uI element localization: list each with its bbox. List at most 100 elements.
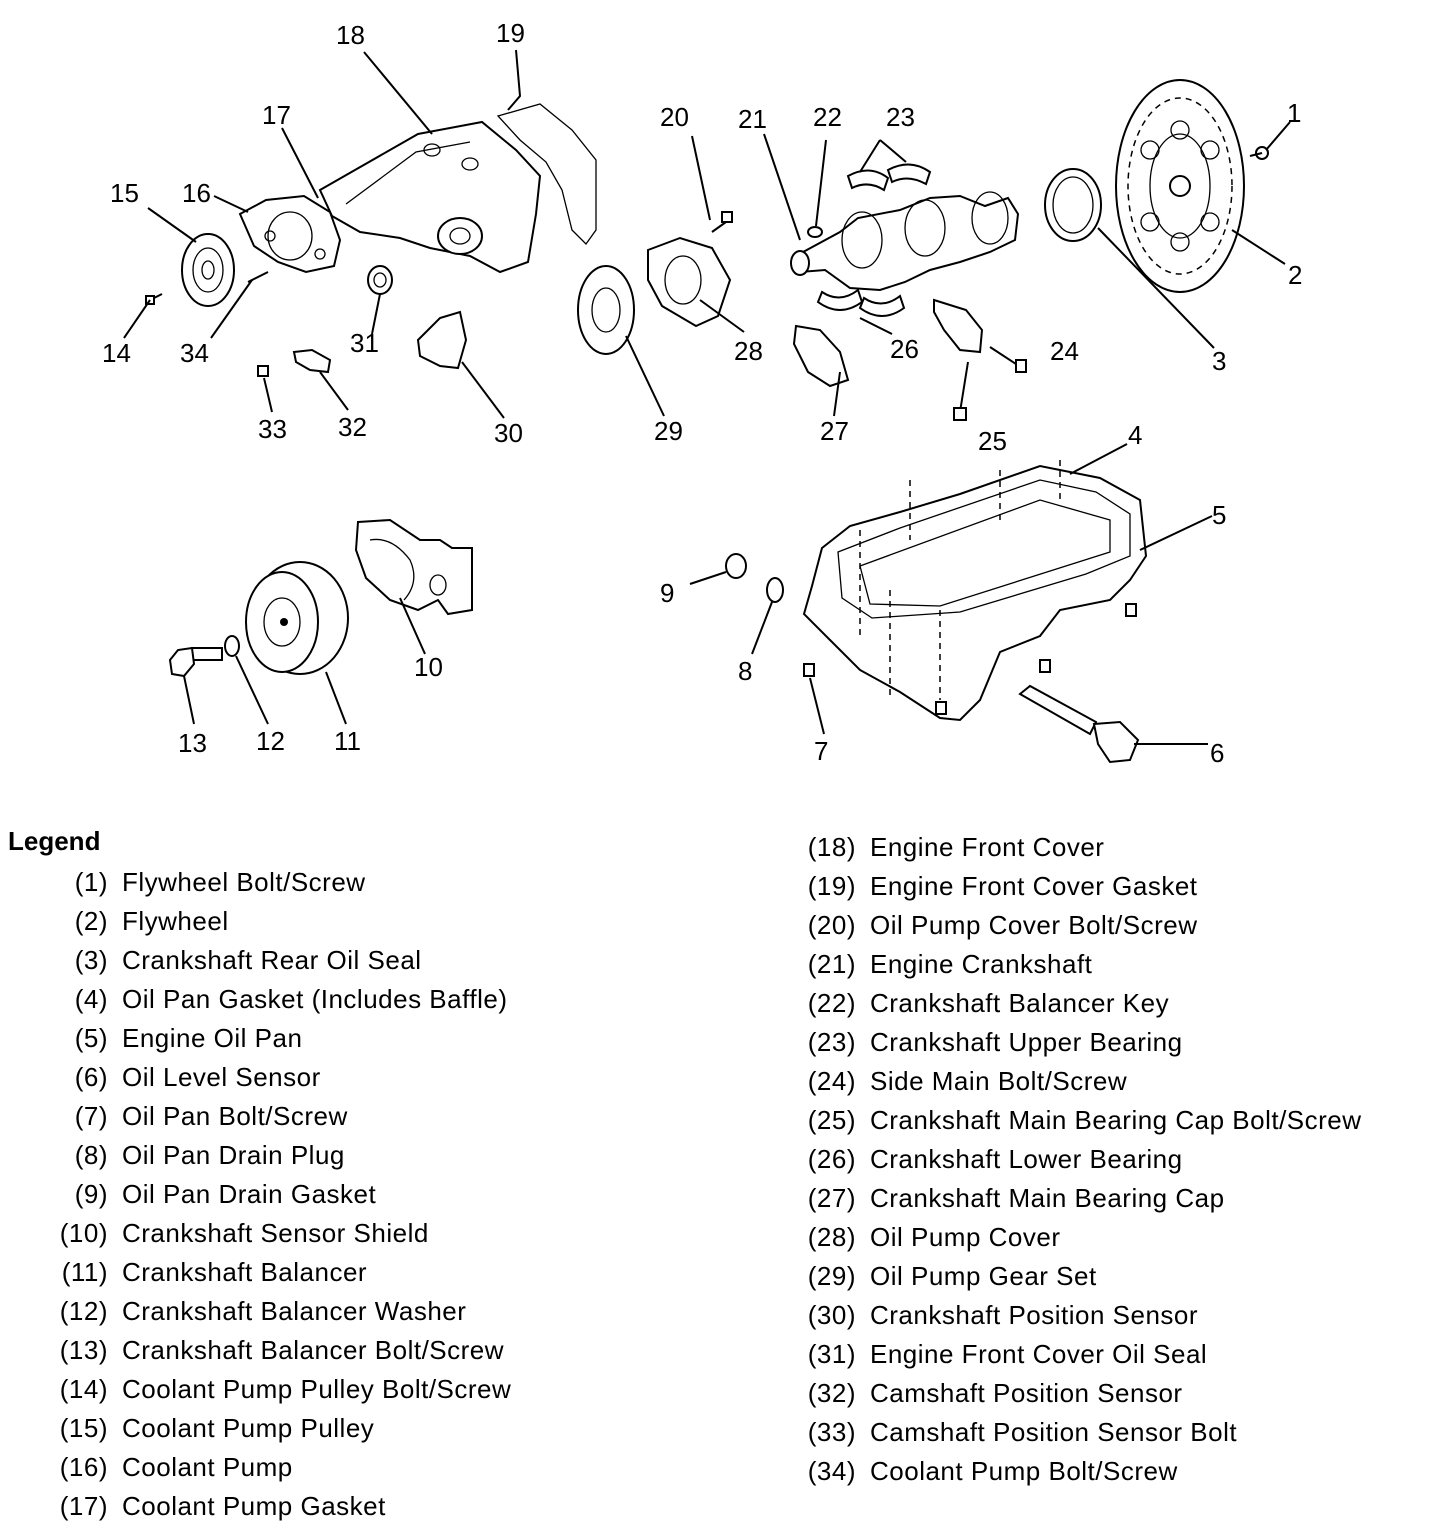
- engine-front-cover-part: [318, 103, 597, 274]
- legend-item-text: Engine Front Cover Oil Seal: [870, 1339, 1208, 1369]
- drain-plug-part: [766, 577, 784, 603]
- flywheel-part: [1115, 79, 1245, 293]
- callout-33: 33: [258, 414, 287, 444]
- crank-sensor-shield-part: [354, 518, 473, 616]
- callout-5: 5: [1212, 500, 1226, 530]
- legend-item: (19) Engine Front Cover Gasket: [800, 867, 1362, 906]
- side-main-bolt-part: [933, 298, 1027, 373]
- legend-item-number: (6): [74, 1062, 108, 1092]
- legend-item: (2)Flywheel: [50, 902, 511, 941]
- legend-item-text: Flywheel Bolt/Screw: [122, 867, 366, 897]
- legend-item-number: (27): [807, 1183, 856, 1213]
- legend-item-text: Oil Pump Gear Set: [870, 1261, 1097, 1291]
- coolant-pump-pulley-part: [181, 233, 235, 307]
- legend-item: (29) Oil Pump Gear Set: [800, 1257, 1362, 1296]
- callout-21: 21: [738, 104, 767, 134]
- upper-bearing-part: [846, 163, 932, 192]
- legend-item-number: (16): [59, 1452, 108, 1482]
- legend-item-text: Coolant Pump Bolt/Screw: [870, 1456, 1178, 1486]
- legend-item-number: (2): [74, 906, 108, 936]
- drain-gasket-part: [725, 553, 747, 579]
- legend-item: (10)Crankshaft Sensor Shield: [50, 1214, 511, 1253]
- legend-item: (20)Oil Pump Cover Bolt/Screw: [800, 906, 1362, 945]
- legend-item: (32)Camshaft Position Sensor: [800, 1374, 1362, 1413]
- legend-item-number: (5): [74, 1023, 108, 1053]
- callout-8: 8: [738, 656, 752, 686]
- legend-item: (28)Oil Pump Cover: [800, 1218, 1362, 1257]
- callout-9: 9: [660, 578, 674, 608]
- legend-item-number: (24): [807, 1066, 856, 1096]
- callout-31: 31: [350, 328, 379, 358]
- cam-sensor-bolt-part: [257, 365, 269, 377]
- legend-item: (30)Crankshaft Position Sensor: [800, 1296, 1362, 1335]
- oil-pan-bolt-part: [803, 603, 1137, 715]
- legend-item: (33)Camshaft Position Sensor Bolt: [800, 1413, 1362, 1452]
- callout-26: 26: [890, 334, 919, 364]
- legend-item-text: Coolant Pump Pulley Bolt/Screw: [122, 1374, 512, 1404]
- legend-item-number: (29): [807, 1261, 856, 1291]
- callout-28: 28: [734, 336, 763, 366]
- callout-10: 10: [414, 652, 443, 682]
- legend-item-text: Crankshaft Lower Bearing: [870, 1144, 1183, 1174]
- legend-item-number: (31): [807, 1339, 856, 1369]
- legend-item-text: Oil Pan Drain Plug: [122, 1140, 345, 1170]
- front-cover-oil-seal-part: [367, 265, 393, 295]
- legend-item-text: Oil Pan Gasket (Includes Baffle): [122, 984, 508, 1014]
- legend-item: (26) Crankshaft Lower Bearing: [800, 1140, 1362, 1179]
- callout-24: 24: [1050, 336, 1079, 366]
- callout-19: 19: [496, 18, 525, 48]
- oil-pump-cover-part: [647, 236, 732, 328]
- legend-right-column: (18)Engine Front Cover (19)Engine Front …: [800, 828, 1362, 1491]
- oil-pan-part: [802, 460, 1148, 722]
- legend-item-text: Engine Front Cover Gasket: [870, 871, 1198, 901]
- legend-item-number: (23): [807, 1027, 856, 1057]
- legend-item-number: (10): [59, 1218, 108, 1248]
- legend-item-number: (11): [61, 1257, 108, 1287]
- callout-18: 18: [336, 20, 365, 50]
- callout-14: 14: [102, 338, 131, 368]
- legend-item: (25)Crankshaft Main Bearing Cap Bolt/Scr…: [800, 1101, 1362, 1140]
- legend-item-number: (7): [74, 1101, 108, 1131]
- callout-7: 7: [814, 736, 828, 766]
- legend-item: (8) Oil Pan Drain Plug: [50, 1136, 511, 1175]
- legend-item-number: (18): [807, 832, 856, 862]
- legend-item: (14)Coolant Pump Pulley Bolt/Screw: [50, 1370, 511, 1409]
- legend-item: (3)Crankshaft Rear Oil Seal: [50, 941, 511, 980]
- legend-item-number: (3): [74, 945, 108, 975]
- legend-item: (13)Crankshaft Balancer Bolt/Screw: [50, 1331, 511, 1370]
- legend-item: (6)Oil Level Sensor: [50, 1058, 511, 1097]
- legend-item-text: Engine Oil Pan: [122, 1023, 303, 1053]
- callout-4: 4: [1128, 420, 1142, 450]
- legend-item-number: (15): [59, 1413, 108, 1443]
- legend-item-number: (34): [807, 1456, 856, 1486]
- legend-item: (22)Crankshaft Balancer Key: [800, 984, 1362, 1023]
- callout-13: 13: [178, 728, 207, 758]
- crank-position-sensor-part: [416, 310, 468, 370]
- callout-1: 1: [1287, 98, 1301, 128]
- legend-item-number: (4): [74, 984, 108, 1014]
- callout-30: 30: [494, 418, 523, 448]
- legend-item-number: (19): [807, 871, 856, 901]
- legend-item: (23)Crankshaft Upper Bearing: [800, 1023, 1362, 1062]
- coolant-pump-part: [238, 194, 342, 274]
- legend-item: (11)Crankshaft Balancer: [50, 1253, 511, 1292]
- legend-item-number: (26): [807, 1144, 856, 1174]
- legend-item-text: Oil Pan Drain Gasket: [122, 1179, 377, 1209]
- legend-item-text: Side Main Bolt/Screw: [870, 1066, 1128, 1096]
- callout-27: 27: [820, 416, 849, 446]
- legend-item-text: Crankshaft Balancer Key: [870, 988, 1170, 1018]
- leader-lines: [123, 49, 1291, 745]
- legend-item: (12)Crankshaft Balancer Washer: [50, 1292, 511, 1331]
- legend-item-text: Crankshaft Balancer Bolt/Screw: [122, 1335, 505, 1365]
- legend-item-number: (9): [74, 1179, 108, 1209]
- legend-item: (5) Engine Oil Pan: [50, 1019, 511, 1058]
- legend-item-number: (8): [74, 1140, 108, 1170]
- oil-pump-cover-bolt-part: [711, 211, 733, 233]
- callout-22: 22: [813, 102, 842, 132]
- legend-item-text: Oil Pan Bolt/Screw: [122, 1101, 348, 1131]
- balancer-bolt-part: [168, 646, 223, 678]
- callout-15: 15: [110, 178, 139, 208]
- callout-23: 23: [886, 102, 915, 132]
- callout-34: 34: [180, 338, 209, 368]
- legend-item-text: Engine Crankshaft: [870, 949, 1093, 979]
